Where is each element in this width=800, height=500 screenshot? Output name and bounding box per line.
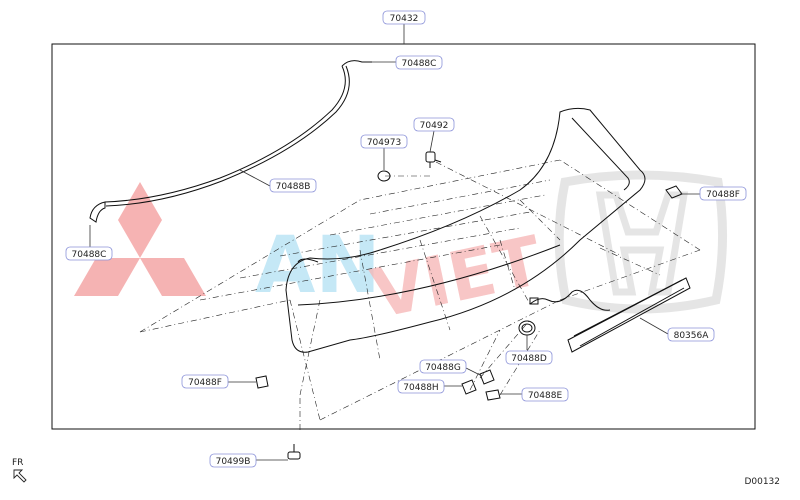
label-70488c-top: 70488C (395, 55, 443, 70)
label-70488c-left-text: 70488C (72, 250, 107, 260)
grommet-704973 (377, 170, 391, 182)
label-70488f-right-text: 70488F (706, 190, 740, 200)
label-70488g: 70488G (419, 359, 467, 374)
label-70488e-text: 70488E (528, 391, 563, 401)
label-70432-text: 70432 (390, 14, 419, 24)
label-70488d-text: 70488D (511, 354, 547, 364)
label-70432: 70432 (382, 10, 426, 25)
label-70492-text: 70492 (420, 121, 449, 131)
label-80356a-text: 80356A (674, 331, 710, 341)
clip-70492 (425, 151, 442, 168)
pad-70488e (485, 389, 501, 401)
label-80356a: 80356A (667, 327, 715, 342)
watermark-text-an: AN (255, 221, 381, 311)
label-704973: 704973 (360, 134, 408, 149)
watermark-text-viet: VIET (365, 222, 549, 335)
honda-logo-watermark (554, 170, 728, 314)
label-70488f-right: 70488F (699, 186, 747, 201)
label-70492: 70492 (413, 117, 455, 132)
diagram-code: D00132 (744, 477, 780, 487)
end-cap-70488c-left (89, 201, 106, 223)
assembly-guides (139, 159, 701, 430)
stop-lamp-80356a (529, 277, 691, 353)
diagram-frame (51, 43, 756, 430)
label-70499b-text: 70499B (216, 457, 251, 467)
label-70488d: 70488D (505, 350, 553, 365)
label-70499b: 70499B (209, 453, 257, 468)
ring-70488d (518, 320, 536, 336)
label-70488b: 70488B (269, 178, 317, 193)
front-label: FR (12, 458, 23, 468)
weatherstrip-70488b (104, 65, 350, 207)
back-door-garnish-panel (285, 107, 646, 353)
end-cap-70488c-top (341, 60, 372, 67)
clip-70499b (287, 444, 301, 460)
label-70488c-left: 70488C (65, 246, 113, 261)
label-70488h: 70488H (397, 379, 445, 394)
label-70488b-text: 70488B (276, 182, 311, 192)
label-70488f-left-text: 70488F (188, 378, 222, 388)
watermark-text: AN VIET (255, 221, 549, 335)
pad-70488h (461, 379, 477, 395)
front-arrow-icon (13, 469, 27, 483)
label-70488f-left: 70488F (181, 374, 229, 389)
label-70488g-text: 70488G (425, 363, 461, 373)
label-70488c-top-text: 70488C (402, 59, 437, 69)
front-direction-indicator: FR (12, 458, 27, 483)
label-70488e: 70488E (521, 387, 569, 402)
pad-70488f-left (255, 375, 269, 389)
label-70488h-text: 70488H (403, 383, 438, 393)
label-704973-text: 704973 (367, 138, 401, 148)
pad-70488g (479, 369, 495, 385)
